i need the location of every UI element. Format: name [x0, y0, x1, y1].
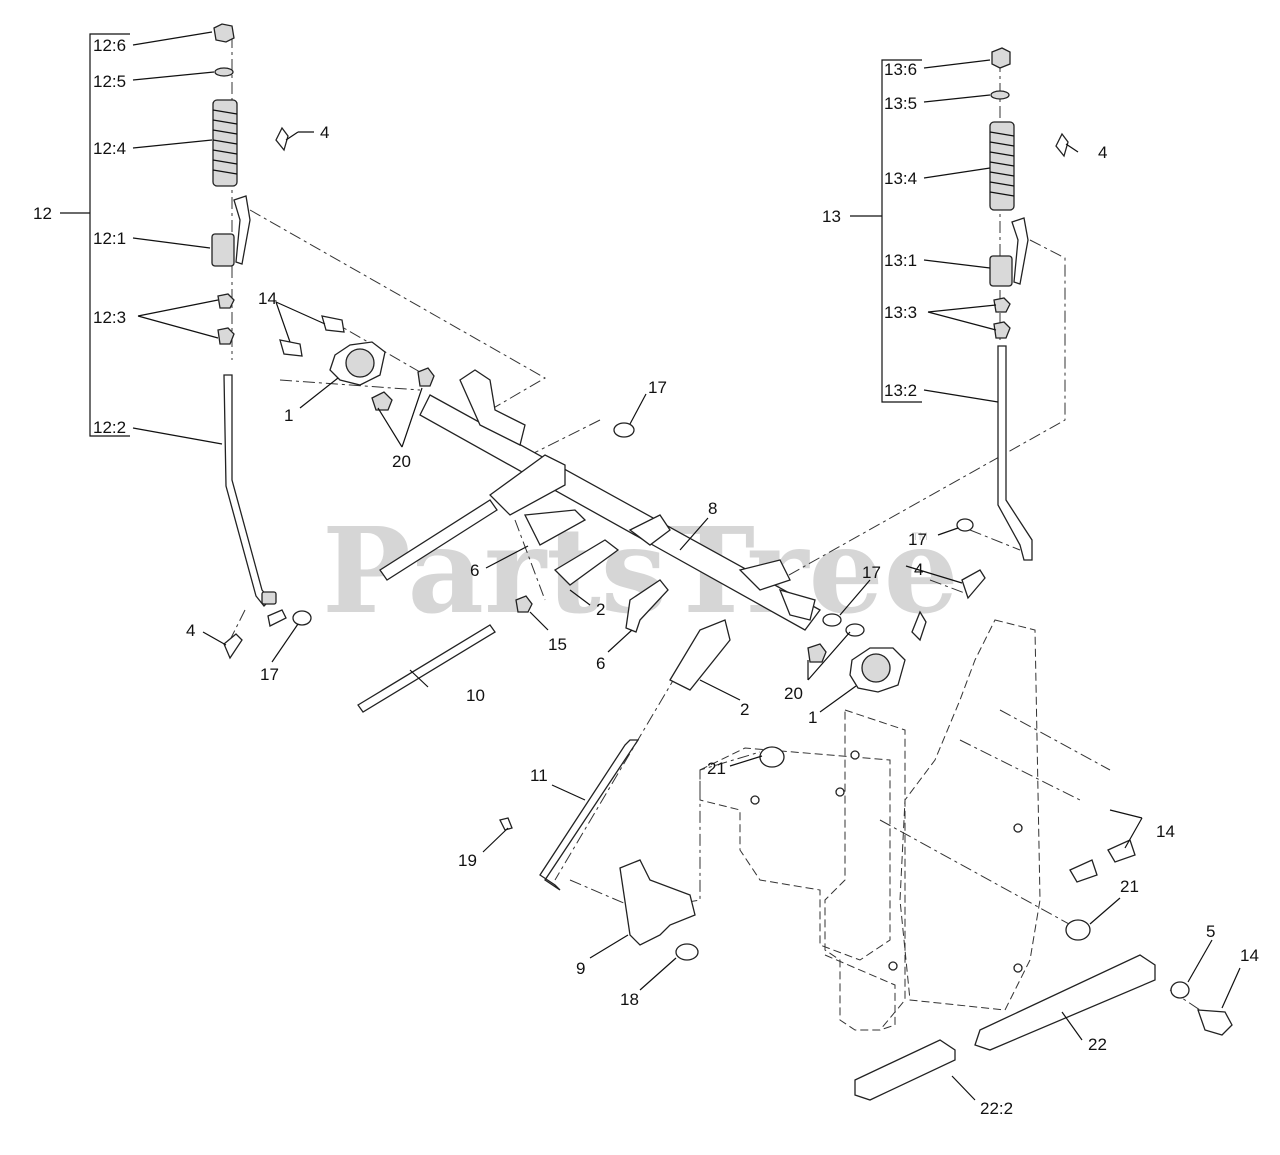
- callout-9: 9: [576, 959, 585, 978]
- callout-11: 11: [530, 766, 548, 785]
- rod-12-2: [223, 374, 271, 607]
- bushing-13-1: [989, 255, 1013, 287]
- callout-17-right-upper: 17: [908, 530, 927, 549]
- callout-labels: 12:6 12:5 12:4 12 12:1 12:3 12:2 13:6 13…: [33, 36, 1259, 1118]
- watermark-trademark: TM: [912, 531, 928, 543]
- callout-17-bottom-left: 17: [260, 665, 279, 684]
- bushing-21-lower: [1065, 919, 1091, 941]
- callout-22-2: 22:2: [980, 1099, 1013, 1118]
- callout-1-left: 1: [284, 406, 293, 425]
- nut-15: [515, 595, 533, 613]
- callout-12-3: 12:3: [93, 308, 126, 327]
- nut-13-3a: [993, 297, 1011, 313]
- callout-20-left: 20: [392, 452, 411, 471]
- callout-5: 5: [1206, 922, 1215, 941]
- rod-11: [539, 739, 640, 891]
- callout-10: 10: [466, 686, 485, 705]
- callout-14-right: 14: [1156, 822, 1175, 841]
- callout-2-mid: 2: [596, 600, 605, 619]
- callout-17-top: 17: [648, 378, 667, 397]
- callout-13-2: 13:2: [884, 381, 917, 400]
- callout-1-right: 1: [808, 708, 817, 727]
- nut-13-6: [991, 47, 1011, 69]
- bolt-14-lower: [1197, 1009, 1233, 1036]
- plate-22-2: [854, 1039, 956, 1101]
- washer-5: [1170, 981, 1190, 999]
- callout-14-left: 14: [258, 289, 277, 308]
- arm-9: [619, 859, 696, 946]
- pin-4-top-left: [275, 126, 289, 152]
- rod-upper: [379, 499, 498, 581]
- callout-14-bottom: 14: [1240, 946, 1259, 965]
- callout-4-bottom-left: 4: [186, 621, 195, 640]
- callout-4-top-left: 4: [320, 123, 329, 142]
- callout-22: 22: [1088, 1035, 1107, 1054]
- main-shaft-assembly: [223, 315, 1233, 1101]
- callout-13-4: 13:4: [884, 169, 917, 188]
- nut-13-3b: [993, 321, 1011, 339]
- washer-12-5: [214, 67, 234, 77]
- leader-lines: [132, 31, 1241, 1101]
- spring-assembly-13: [989, 47, 1069, 561]
- callout-12-5: 12:5: [93, 72, 126, 91]
- frame-plate: [699, 619, 1041, 1031]
- callout-18: 18: [620, 990, 639, 1009]
- callout-13: 13: [822, 207, 841, 226]
- callout-19: 19: [458, 851, 477, 870]
- bracket-6-right: [625, 579, 669, 633]
- callout-20-right: 20: [784, 684, 803, 703]
- callout-8: 8: [708, 499, 717, 518]
- nut-12-3b: [217, 327, 235, 345]
- bushing-21-upper: [759, 746, 785, 768]
- callout-6-left: 6: [470, 561, 479, 580]
- callout-13-6: 13:6: [884, 60, 917, 79]
- callout-15: 15: [548, 635, 567, 654]
- clevis-2-lower: [669, 619, 731, 691]
- callout-12-4: 12:4: [93, 139, 126, 158]
- clevis-left: [489, 454, 566, 516]
- callout-21-lower: 21: [1120, 877, 1139, 896]
- pin-19: [499, 817, 513, 831]
- callout-2-lower: 2: [740, 700, 749, 719]
- bushing-12-1: [211, 233, 235, 267]
- callout-12-2: 12:2: [93, 418, 126, 437]
- nut-12-3a: [217, 293, 235, 309]
- plate-22: [974, 954, 1156, 1051]
- callout-12: 12: [33, 204, 52, 223]
- callout-13-5: 13:5: [884, 94, 917, 113]
- callout-6-right: 6: [596, 654, 605, 673]
- callout-17-right-lower: 17: [862, 563, 881, 582]
- washer-17-top: [613, 422, 635, 438]
- washer-13-5: [990, 90, 1010, 100]
- clevis-2-mid: [553, 539, 620, 586]
- callout-12-6: 12:6: [93, 36, 126, 55]
- group-bracket-13: [850, 59, 922, 403]
- spring-assembly-12: [211, 23, 289, 607]
- group-bracket-12: [60, 33, 130, 437]
- rod-10: [357, 624, 496, 713]
- callout-4-right: 4: [914, 560, 923, 579]
- rod-13-2: [997, 345, 1033, 561]
- callout-4-top-right: 4: [1098, 143, 1107, 162]
- nut-12-6: [213, 23, 235, 43]
- washer-18: [675, 943, 699, 961]
- callout-12-1: 12:1: [93, 229, 126, 248]
- callout-21-upper: 21: [707, 759, 726, 778]
- callout-13-1: 13:1: [884, 251, 917, 270]
- pin-4-top-right: [1055, 132, 1069, 158]
- callout-13-3: 13:3: [884, 303, 917, 322]
- bracket-6-left: [523, 509, 587, 546]
